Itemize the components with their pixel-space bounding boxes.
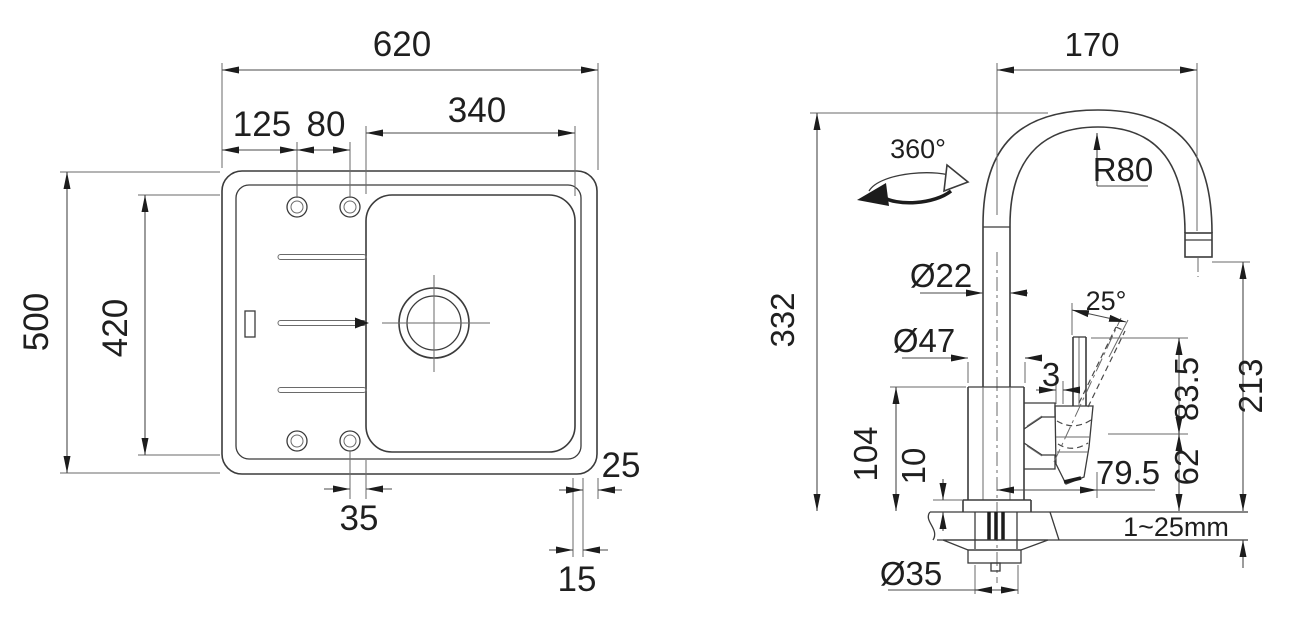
rotation-arrow-icon <box>857 163 970 206</box>
dim-spout-reach: 170 <box>1064 26 1119 63</box>
dim-height-body: 104 <box>847 426 884 481</box>
dim-lever-gap: 3 <box>1042 356 1060 393</box>
faucet-side-view: 170 360° R80 Ø22 Ø47 25° 3 332 104 10 83… <box>764 26 1269 594</box>
spout-outer-arc <box>982 109 1213 234</box>
sink-outer-edge <box>221 170 598 475</box>
nut-body <box>967 549 1022 564</box>
sink-dimension-lines <box>63 66 622 554</box>
lever-axis <box>1053 317 1122 463</box>
dim-ledge-corner: 15 <box>558 560 597 599</box>
dim-overall-depth: 500 <box>17 293 56 351</box>
sink-extension-lines <box>60 63 599 557</box>
tap-hole-inner <box>290 200 304 214</box>
groove <box>277 387 367 393</box>
sink-top-view: 620 340 125 80 500 420 35 25 15 <box>17 25 640 599</box>
dim-hole-spacing: 80 <box>307 105 346 144</box>
tap-hole <box>286 430 308 452</box>
dim-thread-diameter: Ø35 <box>880 555 942 592</box>
tap-hole-inner <box>343 200 357 214</box>
faucet-handle <box>1023 336 1094 485</box>
faucet-dimension-lines <box>813 66 1247 594</box>
overflow-slot <box>244 310 256 338</box>
dim-height-total: 332 <box>764 292 801 347</box>
dim-handle-height: 62 <box>1168 449 1205 486</box>
counter-break-left <box>927 511 936 541</box>
tap-hole-inner <box>343 434 357 448</box>
dim-lever-reach: 79.5 <box>1096 454 1160 491</box>
counter-break-right <box>1049 511 1060 541</box>
dim-lever-rise: 83.5 <box>1168 357 1205 421</box>
tap-hole <box>339 196 361 218</box>
dim-pipe-diameter: Ø22 <box>910 257 972 294</box>
faucet-extension-lines <box>810 63 1250 594</box>
faucet-spout <box>982 109 1213 277</box>
tap-holes <box>286 196 361 452</box>
dim-hole-to-bowl: 35 <box>340 499 379 538</box>
nut-flange <box>942 539 1049 551</box>
tap-hole <box>286 196 308 218</box>
dim-bowl-depth: 420 <box>96 299 135 357</box>
drainboard-grooves <box>277 254 369 393</box>
groove <box>277 320 367 326</box>
dim-spout-clearance: 213 <box>1232 358 1269 413</box>
dim-spout-radius: R80 <box>1093 151 1154 188</box>
sink-rim <box>235 184 582 460</box>
tap-hole <box>339 430 361 452</box>
groove-arrow <box>355 317 369 329</box>
drain-hole <box>382 275 490 372</box>
dim-deck-range: 1~25mm <box>1123 512 1229 542</box>
dim-ledge-right: 25 <box>602 446 641 485</box>
spout-inner-arc <box>1009 126 1186 234</box>
dim-body-diameter: Ø47 <box>893 322 955 359</box>
dim-base-plate: 10 <box>895 448 932 485</box>
dim-bowl-width: 340 <box>448 91 506 130</box>
faucet-lever-dashed <box>1053 317 1129 463</box>
handle-arm-lower <box>1023 442 1056 470</box>
handle-cartridge <box>1054 405 1094 485</box>
dim-hole-offset: 125 <box>233 105 291 144</box>
dim-overall-width: 620 <box>373 25 431 64</box>
tap-hole-inner <box>290 434 304 448</box>
dim-swivel: 360° <box>890 134 946 164</box>
groove <box>277 254 367 260</box>
mounting-nut <box>942 539 1049 572</box>
spout-nozzle <box>1184 232 1213 258</box>
dim-lever-angle: 25° <box>1086 286 1127 316</box>
nut-tab <box>990 562 1001 572</box>
